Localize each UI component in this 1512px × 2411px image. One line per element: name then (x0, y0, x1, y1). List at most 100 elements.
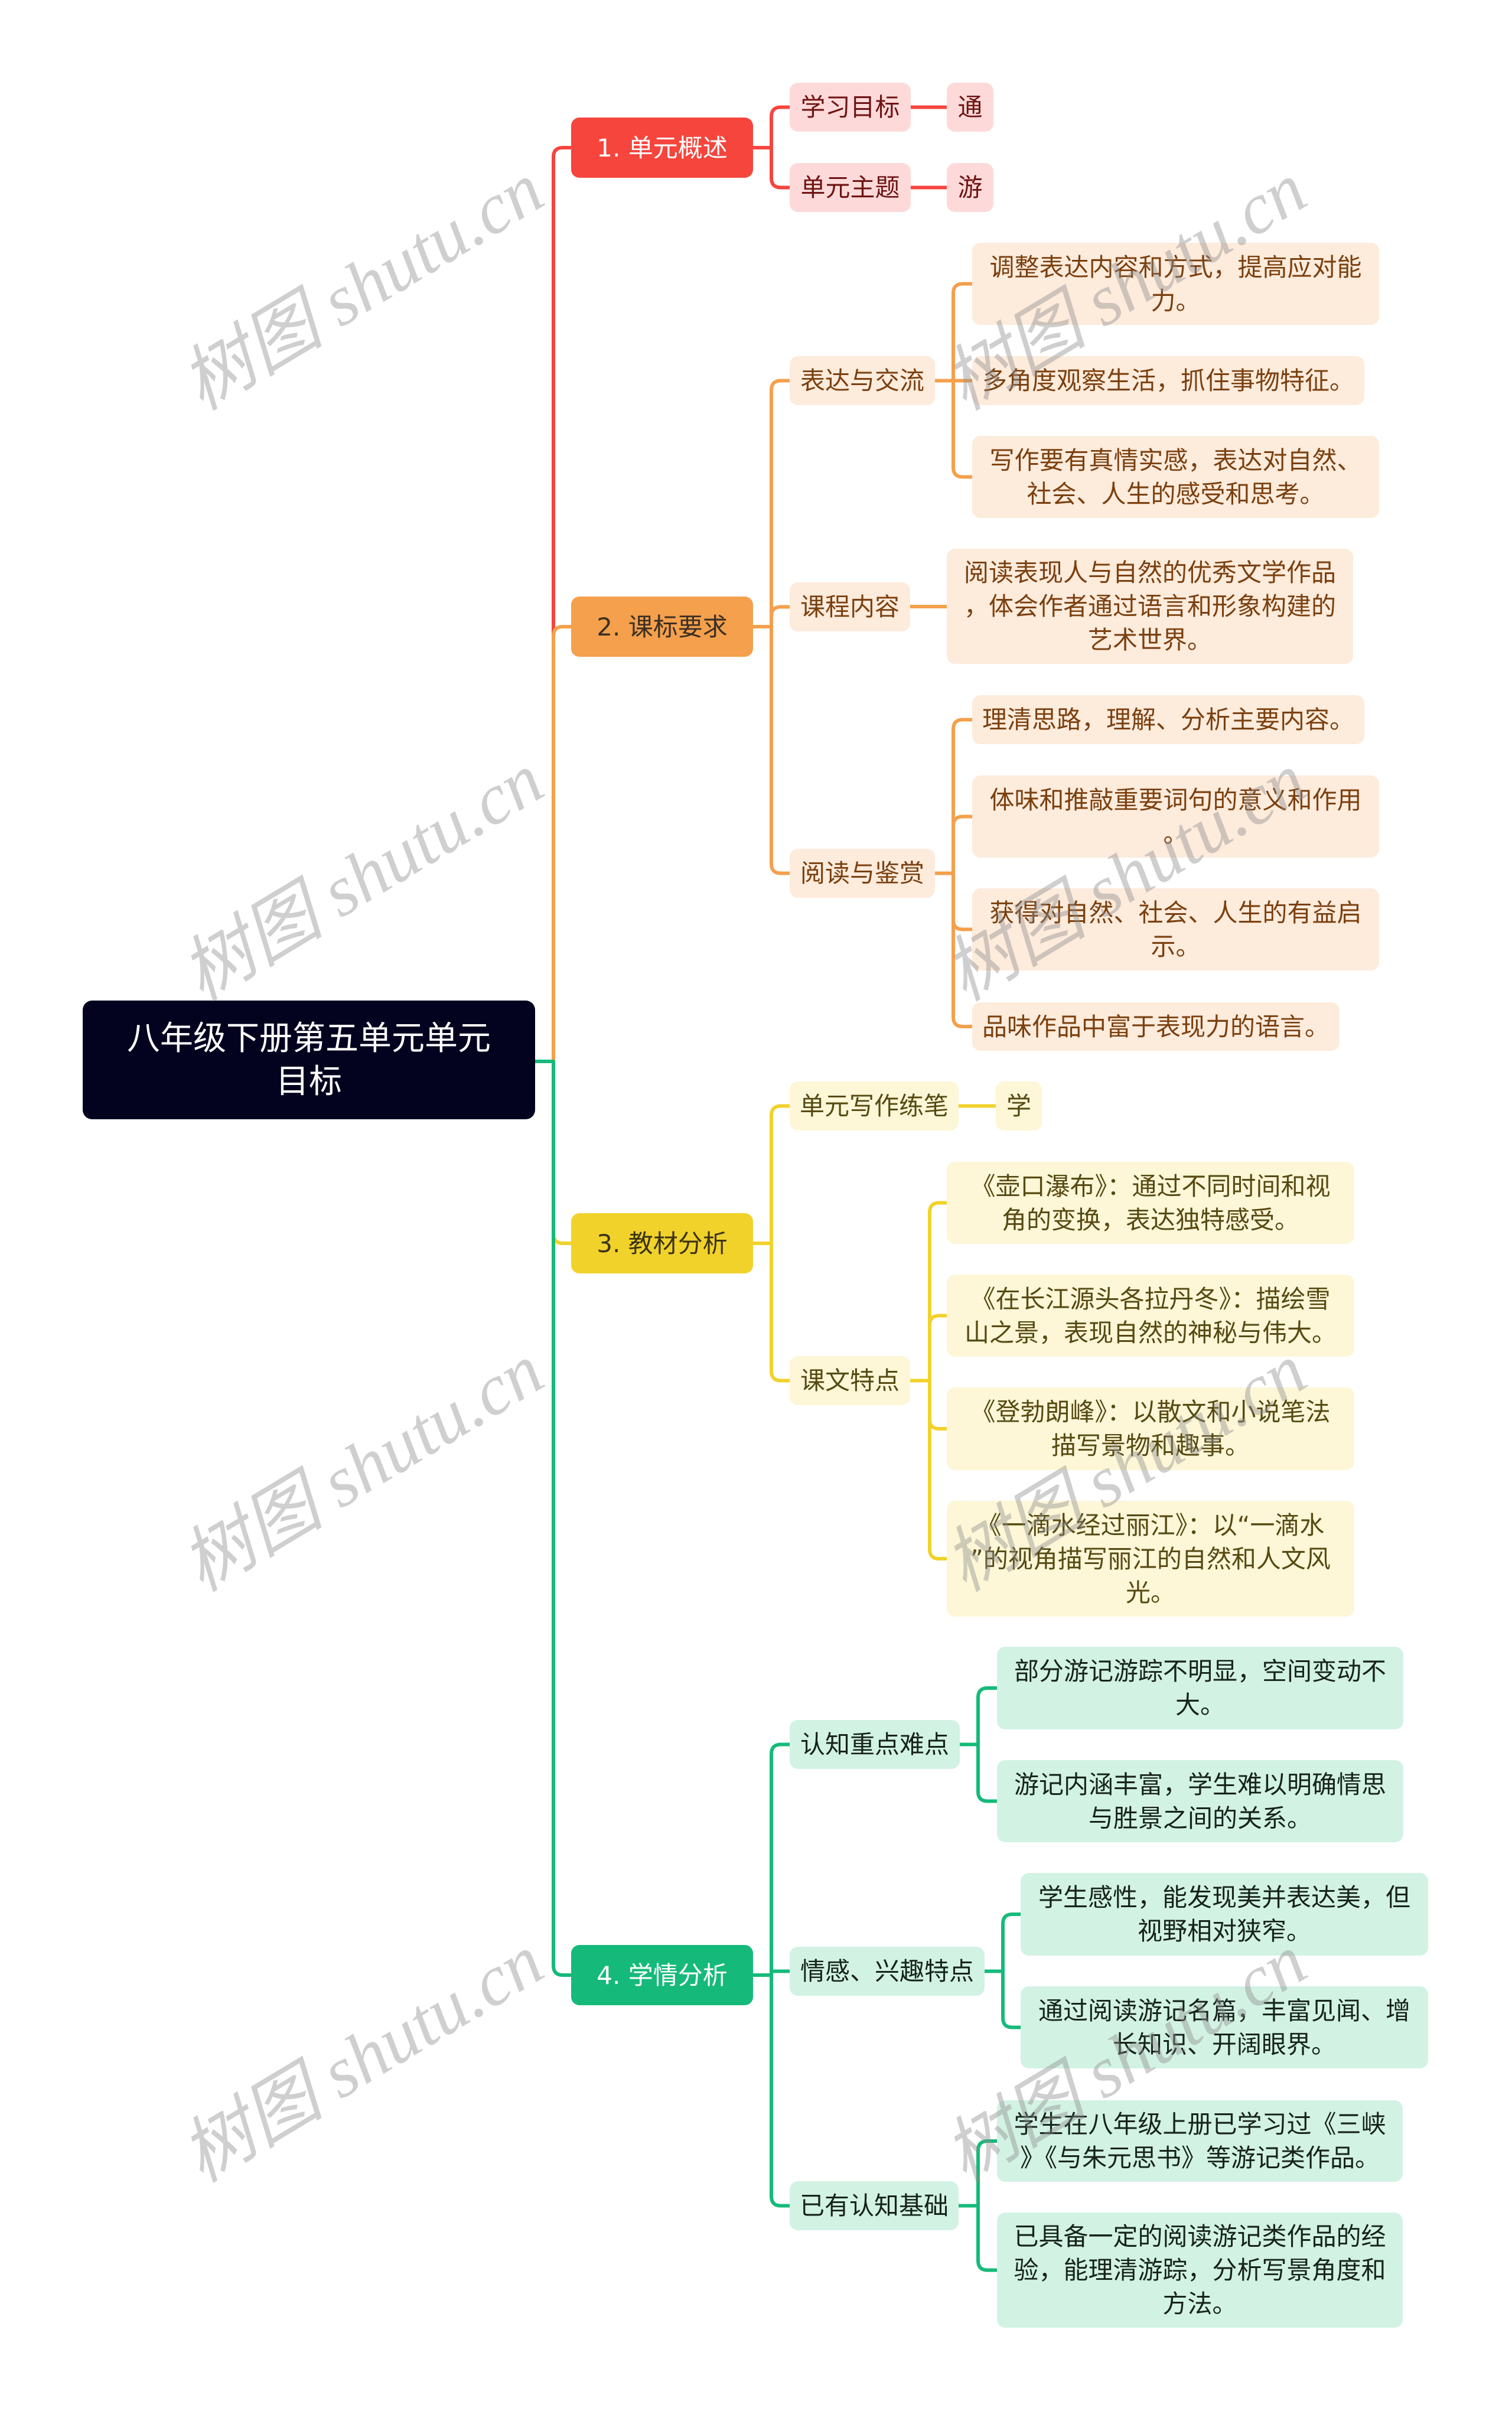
leaf-topic[interactable]: 写作要有真情实感，表达对自然、 社会、人生的感受和思考。 (972, 436, 1379, 518)
topic-text: 认知重点难点 (800, 1730, 949, 1759)
watermark: 树图 shutu.cn (168, 1330, 556, 1607)
topic-text: 阅读与鉴赏 (800, 859, 924, 888)
subtopic-course-content[interactable]: 课程内容 (790, 582, 910, 631)
connector-line (535, 1060, 572, 1977)
topic-text: 学生在八年级上册已学习过《三峡 》《与朱元思书》等游记类作品。 (1014, 2110, 1386, 2172)
leaf-topic[interactable]: 学生感性，能发现美并表达美，但 视野相对狭窄。 (1021, 1873, 1428, 1956)
connector-line (535, 146, 572, 1063)
connector-line (753, 1973, 790, 2208)
connector-line (753, 625, 790, 875)
leaf-topic[interactable]: 理清思路，理解、分析主要内容。 (972, 695, 1364, 744)
leaf-topic[interactable]: 《壶口瀑布》：通过不同时间和视 角的变换，表达独特感受。 (947, 1162, 1354, 1244)
watermark: 树图 shutu.cn (168, 148, 556, 425)
connector-line (910, 1379, 947, 1431)
connector-line (960, 1742, 998, 1803)
connector-line (535, 625, 572, 1063)
topic-text: 体味和推敲重要词句的意义和作用 。 (989, 785, 1362, 848)
topic-text: 情感、兴趣特点 (800, 1957, 974, 1986)
subtopic-learning-goal[interactable]: 学习目标 (790, 83, 911, 132)
connector-line (753, 1969, 790, 1977)
branch-unit-overview[interactable]: 1. 单元概述 (571, 118, 753, 178)
topic-text: 2. 课标要求 (597, 612, 728, 641)
connector-line (753, 605, 790, 628)
leaf-topic[interactable]: 部分游记游踪不明显，空间变动不 大。 (997, 1647, 1403, 1729)
watermark: 树图 shutu.cn (168, 1920, 556, 2197)
leaf-topic[interactable]: 游记内涵丰富，学生难以明确情思 与胜景之间的关系。 (997, 1760, 1403, 1842)
connector-line (935, 871, 973, 1028)
subtopic-unit-writing-practice[interactable]: 单元写作练笔 (790, 1081, 959, 1130)
leaf-topic[interactable]: 调整表达内容和方式，提高应对能 力。 (972, 243, 1379, 325)
topic-text: 调整表达内容和方式，提高应对能 力。 (989, 252, 1362, 315)
topic-text: 课程内容 (800, 592, 900, 621)
leaf-topic[interactable]: 《一滴水经过丽江》：以“一滴水 ”的视角描写丽江的自然和人文风 光。 (947, 1501, 1354, 1617)
topic-text: 单元写作练笔 (799, 1092, 949, 1120)
leaf-topic[interactable]: 《在长江源头各拉丹冬》：描绘雪 山之景，表现自然的神秘与伟大。 (947, 1275, 1354, 1357)
topic-text: 八年级下册第五单元单元 目标 (127, 1019, 491, 1101)
topic-text: 学生感性，能发现美并表达美，但 视野相对狭窄。 (1038, 1883, 1410, 1946)
topic-text: 品味作品中富于表现力的语言。 (982, 1012, 1329, 1041)
leaf-topic[interactable]: 已具备一定的阅读游记类作品的经 验，能理清游踪，分析写景角度和 方法。 (997, 2213, 1403, 2328)
connector-line (753, 105, 790, 149)
leaf-topic[interactable]: 多角度观察生活，抓住事物特征。 (972, 356, 1364, 405)
subtopic-expression-communication[interactable]: 表达与交流 (790, 356, 935, 405)
branch-curriculum-requirements[interactable]: 2. 课标要求 (571, 597, 753, 657)
topic-text: 《一滴水经过丽江》：以“一滴水 ”的视角描写丽江的自然和人文风 光。 (970, 1510, 1331, 1607)
branch-textbook-analysis[interactable]: 3. 教材分析 (571, 1213, 753, 1273)
leaf-topic[interactable]: 游 (947, 163, 993, 212)
topic-text: 单元主题 (800, 173, 900, 202)
topic-text: 阅读表现人与自然的优秀文学作品 ，体会作者通过语言和形象构建的 艺术世界。 (963, 558, 1336, 654)
leaf-topic[interactable]: 通过阅读游记名篇，丰富见闻、增 长知识、开阔眼界。 (1021, 1986, 1428, 2068)
topic-text: 写作要有真情实感，表达对自然、 社会、人生的感受和思考。 (989, 445, 1362, 509)
topic-text: 部分游记游踪不明显，空间变动不 大。 (1014, 1657, 1386, 1719)
leaf-topic[interactable]: 《登勃朗峰》：以散文和小说笔法 描写景物和趣事。 (947, 1387, 1354, 1470)
connector-line (935, 379, 973, 479)
connector-line (959, 2204, 998, 2272)
branch-student-analysis[interactable]: 4. 学情分析 (571, 1945, 753, 2005)
topic-text: 《壶口瀑布》：通过不同时间和视 角的变换，表达独特感受。 (970, 1171, 1331, 1234)
subtopic-unit-theme[interactable]: 单元主题 (790, 163, 911, 212)
topic-text: 游记内涵丰富，学生难以明确情思 与胜景之间的关系。 (1014, 1770, 1386, 1833)
subtopic-emotion-interest[interactable]: 情感、兴趣特点 (790, 1947, 985, 1996)
connector-line (753, 379, 790, 628)
topic-text: 3. 教材分析 (597, 1229, 728, 1258)
central-topic[interactable]: 八年级下册第五单元单元 目标 (83, 1001, 535, 1119)
connector-line (910, 1314, 947, 1383)
topic-text: 通过阅读游记名篇，丰富见闻、增 长知识、开阔眼界。 (1038, 1996, 1410, 2059)
connector-line (985, 1912, 1021, 1973)
topic-text: 4. 学情分析 (597, 1960, 728, 1990)
topic-text: 《在长江源头各拉丹冬》：描绘雪 山之景，表现自然的神秘与伟大。 (964, 1284, 1337, 1347)
leaf-topic[interactable]: 学生在八年级上册已学习过《三峡 》《与朱元思书》等游记类作品。 (997, 2100, 1403, 2182)
leaf-topic[interactable]: 阅读表现人与自然的优秀文学作品 ，体会作者通过语言和形象构建的 艺术世界。 (947, 549, 1353, 664)
connector-line (753, 146, 790, 190)
leaf-topic[interactable]: 学 (996, 1081, 1042, 1130)
subtopic-cognitive-key-difficulties[interactable]: 认知重点难点 (790, 1720, 960, 1769)
leaf-topic[interactable]: 品味作品中富于表现力的语言。 (972, 1002, 1340, 1051)
connector-line (959, 2139, 998, 2208)
subtopic-text-features[interactable]: 课文特点 (790, 1356, 910, 1405)
connector-line (960, 1686, 998, 1747)
topic-text: 已具备一定的阅读游记类作品的经 验，能理清游踪，分析写景角度和 方法。 (1014, 2222, 1386, 2318)
connector-line (910, 1379, 947, 1560)
leaf-topic[interactable]: 体味和推敲重要词句的意义和作用 。 (972, 776, 1379, 858)
leaf-topic[interactable]: 获得对自然、社会、人生的有益启 示。 (972, 888, 1379, 970)
connector-line (935, 282, 973, 383)
subtopic-existing-knowledge[interactable]: 已有认知基础 (790, 2181, 959, 2230)
connector-line (985, 1969, 1021, 2029)
connector-line (535, 1060, 572, 1245)
connector-line (935, 718, 973, 875)
topic-text: 多角度观察生活，抓住事物特征。 (982, 366, 1354, 395)
subtopic-reading-appreciation[interactable]: 阅读与鉴赏 (790, 849, 935, 898)
topic-text: 课文特点 (800, 1366, 900, 1395)
topic-text: 获得对自然、社会、人生的有益启 示。 (989, 898, 1362, 961)
topic-text: 理清思路，理解、分析主要内容。 (982, 705, 1354, 734)
topic-text: 学 (1006, 1092, 1031, 1120)
topic-text: 通 (957, 93, 983, 122)
topic-text: 游 (957, 173, 983, 202)
connector-line (935, 871, 973, 931)
topic-text: 《登勃朗峰》：以散文和小说笔法 描写景物和趣事。 (970, 1397, 1331, 1460)
leaf-topic[interactable]: 通 (947, 83, 993, 132)
connector-line (753, 1742, 790, 1977)
